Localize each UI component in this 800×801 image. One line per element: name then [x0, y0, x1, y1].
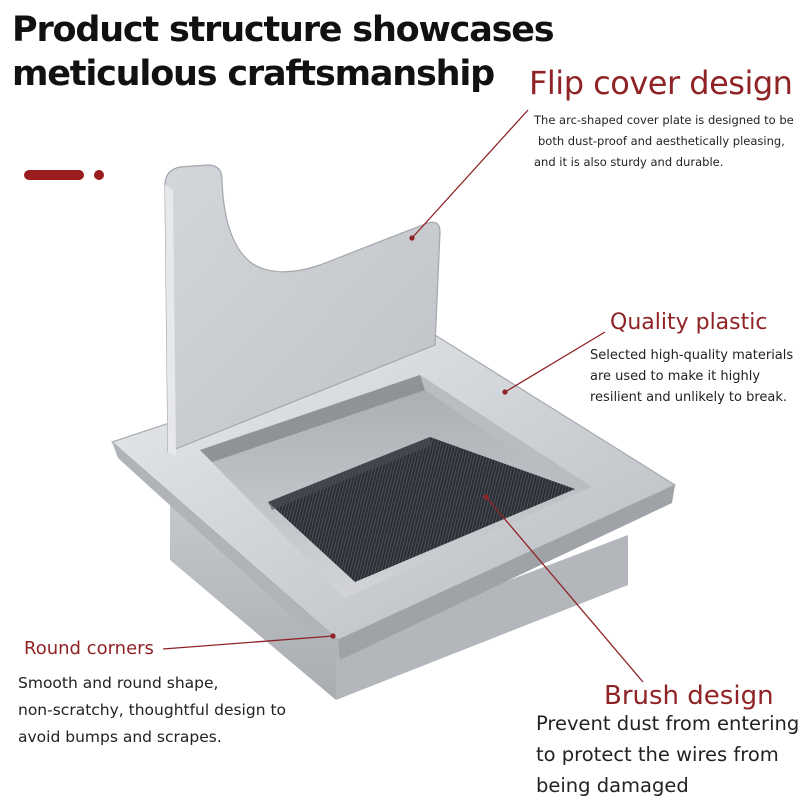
round-corners-desc-line: avoid bumps and scrapes. [18, 728, 222, 746]
flip-cover-desc-line: both dust-proof and aesthetically pleasi… [538, 134, 785, 148]
quality-plastic-desc-line: resilient and unlikely to break. [590, 390, 788, 405]
flip-cover-desc-line: The arc-shaped cover plate is designed t… [534, 113, 794, 127]
decorative-dot [94, 170, 104, 180]
quality-plastic-desc-line: are used to make it highly [590, 369, 761, 384]
flip-cover-title: Flip cover design [529, 64, 793, 102]
brush-bristles [268, 437, 575, 582]
quality-plastic-title: Quality plastic [610, 310, 768, 335]
quality-plastic-description: Selected high-quality materials are used… [590, 345, 793, 408]
brush-design-desc-line: to protect the wires from [536, 743, 779, 766]
box-body [170, 505, 628, 700]
headline: Product structure showcases meticulous c… [12, 8, 555, 96]
flip-cover-desc-line: and it is also sturdy and durable. [534, 155, 724, 169]
round-corners-desc-line: Smooth and round shape, [18, 674, 219, 692]
quality-plastic-desc-line: Selected high-quality materials [590, 348, 794, 363]
round-corners-description: Smooth and round shape, non-scratchy, th… [18, 670, 286, 751]
decorative-bar [24, 170, 84, 180]
headline-line-2: meticulous craftsmanship [12, 54, 495, 94]
brush-design-desc-line: being damaged [536, 774, 689, 797]
brush-design-desc-line: Prevent dust from entering [536, 712, 800, 735]
headline-line-1: Product structure showcases [12, 10, 555, 50]
brush-design-description: Prevent dust from entering to protect th… [536, 708, 799, 801]
round-corners-title: Round corners [24, 638, 154, 659]
flip-cover-lid [164, 164, 441, 456]
callout-lines [162, 109, 644, 683]
flip-cover-description: The arc-shaped cover plate is designed t… [534, 110, 794, 173]
brush-design-title: Brush design [604, 681, 774, 711]
round-corners-desc-line: non-scratchy, thoughtful design to [18, 701, 287, 719]
